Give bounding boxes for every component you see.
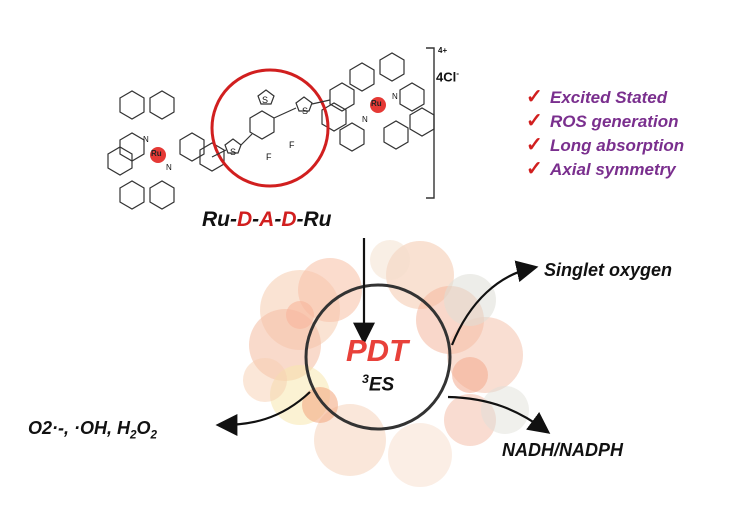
nitrogen-label-4: N <box>362 115 368 124</box>
feature-label-1: Excited Stated <box>550 88 668 107</box>
singlet-oxygen-label: Singlet oxygen <box>544 260 673 280</box>
nitrogen-label-1: N <box>143 135 149 144</box>
nitrogen-label-3: N <box>392 92 398 101</box>
counterion-label: 4Cl- <box>436 68 460 85</box>
right-ru-complex <box>321 52 435 152</box>
name-part-5: - <box>274 208 282 231</box>
feature-item-1: ✓ Excited Stated <box>526 84 667 109</box>
charge-bracket <box>426 47 435 199</box>
fluorine-label-1: F <box>289 140 295 150</box>
pdt-title: PDT <box>346 333 408 368</box>
feature-item-4: ✓ Axial symmetry <box>526 156 676 181</box>
feature-label-3: Long absorption <box>550 136 685 155</box>
ru-atom-right <box>370 97 386 113</box>
flow-arrows <box>215 238 551 436</box>
name-part-3: - <box>252 208 260 231</box>
check-icon: ✓ <box>526 86 543 108</box>
sulfur-label-2: S <box>230 147 237 157</box>
charge-label: 4+ <box>438 46 448 55</box>
ru-atom-left <box>150 147 166 163</box>
ru-label-left: Ru <box>151 149 162 158</box>
acceptor-unit <box>210 68 331 188</box>
feature-label-2: ROS generation <box>550 112 679 131</box>
left-ru-complex <box>107 90 225 210</box>
fluorine-label-2: F <box>266 152 272 162</box>
pdt-circle <box>304 283 452 431</box>
ros-label: O2·-, ·OH, H2O2 <box>28 418 158 442</box>
excited-state-label: 3ES <box>362 372 395 396</box>
nitrogen-label-2: N <box>166 163 172 172</box>
ru-label-right: Ru <box>371 99 382 108</box>
arrow-to-ros <box>215 391 311 436</box>
name-part-1: Ru- <box>202 208 237 231</box>
check-icon: ✓ <box>526 158 543 180</box>
check-icon: ✓ <box>526 134 543 156</box>
name-part-2: D <box>237 208 253 231</box>
sulfur-label-1: S <box>262 95 269 105</box>
sulfur-label-3: S <box>302 106 309 116</box>
name-part-6: D <box>281 208 297 231</box>
name-part-4: A <box>259 208 275 231</box>
molecule-name: Ru-D-A-D-Ru <box>202 208 332 232</box>
feature-item-3: ✓ Long absorption <box>526 132 684 157</box>
feature-label-4: Axial symmetry <box>550 160 676 179</box>
arrow-to-singlet-oxygen <box>450 260 539 346</box>
name-part-7: -Ru <box>296 208 332 231</box>
dad-highlight-circle <box>210 68 330 188</box>
arrow-to-nadh <box>447 395 551 434</box>
feature-item-2: ✓ ROS generation <box>526 108 678 133</box>
nadh-label: NADH/NADPH <box>502 440 623 460</box>
tumor-cell-cluster <box>243 240 529 487</box>
check-icon: ✓ <box>526 110 543 132</box>
